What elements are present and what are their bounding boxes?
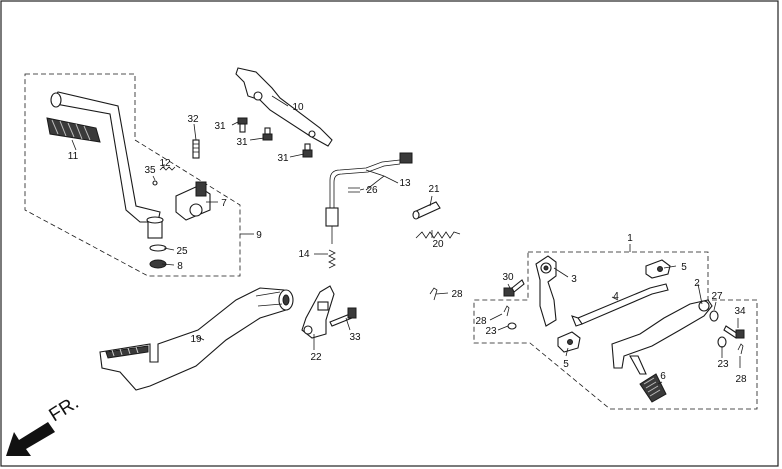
callout-20: 20: [432, 239, 444, 250]
shift-lever-3: [535, 255, 557, 327]
callout-31-a: 31: [214, 121, 226, 132]
spring-20: [415, 231, 461, 239]
callout-28-c: 28: [735, 374, 747, 385]
shift-pedal-2: [611, 299, 713, 375]
clip-26: [348, 187, 360, 193]
callout-31-c: 31: [277, 153, 289, 164]
small-spring-12: [159, 166, 176, 171]
callout-12: 12: [159, 158, 171, 169]
brake-arm-22: [301, 285, 335, 339]
callout-11: 11: [68, 151, 79, 162]
callout-31-b: 31: [236, 137, 248, 148]
brake-pedal-19: [99, 287, 294, 391]
spring-14: [328, 249, 336, 269]
bolt-30: [503, 279, 525, 297]
callout-1: 1: [627, 233, 633, 244]
callout-27: 27: [711, 291, 723, 302]
callout-22: 22: [310, 352, 322, 363]
callout-35: 35: [144, 165, 156, 176]
clip-28-c: [737, 343, 744, 355]
callout-30: 30: [502, 272, 514, 283]
leader-lines: [71, 95, 741, 385]
kick-pedal-rubber: [46, 117, 101, 143]
front-direction-label: FR.: [46, 392, 83, 426]
clip-28-b: [503, 305, 510, 317]
callout-26: 26: [366, 185, 378, 196]
callout-labels: 1 2 3 4 5 5 6 7 8 9 10 11 12 13 14 19 20…: [68, 102, 747, 385]
washer-23-a: [507, 322, 517, 330]
bolt-32: [192, 139, 200, 159]
kick-boss-7: [175, 181, 211, 221]
rod-end-5-b: [557, 331, 581, 353]
bolt-34: [723, 325, 745, 339]
washer-27: [709, 310, 719, 322]
callout-14: 14: [298, 249, 310, 260]
shift-rod-4: [571, 283, 669, 327]
callout-8: 8: [177, 261, 183, 272]
bolt-33: [329, 307, 357, 327]
callout-2: 2: [694, 278, 700, 289]
front-direction-arrow-icon: [6, 422, 55, 456]
washer-25: [149, 244, 167, 252]
callout-34: 34: [734, 306, 746, 317]
callout-4: 4: [613, 291, 619, 302]
gearshift-group-outline: [473, 251, 758, 410]
bolt-31-a: [237, 117, 248, 133]
callout-9: 9: [256, 230, 262, 241]
bolt-31-b: [262, 127, 273, 141]
bolt-31-c: [302, 143, 313, 158]
callout-23-a: 23: [485, 326, 497, 337]
callout-3: 3: [571, 274, 577, 285]
callout-33: 33: [349, 332, 361, 343]
callout-5-a: 5: [681, 262, 687, 273]
callout-25: 25: [176, 246, 188, 257]
washer-23-b: [717, 336, 727, 348]
kick-starter-arm: [50, 91, 164, 239]
callout-10: 10: [292, 102, 304, 113]
kick-starter-group-outline: [24, 73, 241, 277]
callout-32: 32: [187, 114, 199, 125]
callout-28-a: 28: [451, 289, 463, 300]
callout-7: 7: [221, 198, 227, 209]
callout-21: 21: [428, 184, 440, 195]
callout-19: 19: [190, 334, 202, 345]
callout-5-b: 5: [563, 359, 569, 370]
switch-cable-13: [325, 152, 413, 244]
pin-21: [412, 201, 441, 220]
bracket-10: [235, 67, 333, 147]
callout-13: 13: [399, 178, 411, 189]
pin-35: [152, 180, 158, 186]
rod-end-5-a: [645, 259, 671, 279]
callout-23-b: 23: [717, 359, 729, 370]
callout-6: 6: [660, 371, 666, 382]
shift-rubber-6: [639, 373, 667, 403]
callout-28-b: 28: [475, 316, 487, 327]
clip-28-a: [429, 287, 438, 301]
